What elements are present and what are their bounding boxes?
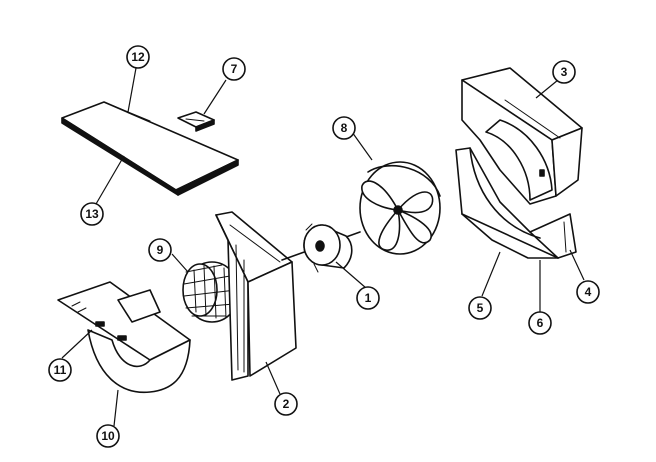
callout-6-label: 6 <box>537 316 544 330</box>
callout-12: 12 <box>126 45 150 69</box>
callout-12-label: 12 <box>131 50 145 64</box>
callout-3: 3 <box>552 60 576 84</box>
callout-13-label: 13 <box>85 207 99 221</box>
callout-11-label: 11 <box>54 363 67 377</box>
condenser-fan-part <box>359 161 441 255</box>
top-panel-part <box>61 101 239 196</box>
fan-shroud-upper-part <box>461 67 583 205</box>
motor-mount-panel-part <box>215 211 297 381</box>
bracket-part <box>177 111 215 132</box>
callout-8-label: 8 <box>341 121 348 135</box>
callout-9-label: 9 <box>157 243 164 257</box>
callout-10: 10 <box>96 424 120 448</box>
callout-1: 1 <box>356 286 380 310</box>
leader-lines <box>61 67 585 427</box>
callout-10-label: 10 <box>101 429 115 443</box>
callout-13: 13 <box>80 202 104 226</box>
callout-7: 7 <box>222 57 246 81</box>
callout-1-label: 1 <box>365 291 372 305</box>
callout-2: 2 <box>274 392 298 416</box>
callout-3-label: 3 <box>561 65 568 79</box>
callout-4-label: 4 <box>585 285 592 299</box>
callout-5: 5 <box>468 296 492 320</box>
callout-4: 4 <box>576 280 600 304</box>
callout-5-label: 5 <box>477 301 484 315</box>
fan-motor-part <box>281 223 361 273</box>
callout-8: 8 <box>332 116 356 140</box>
blower-wheel-part <box>182 261 240 323</box>
fan-shroud-lower-part <box>455 147 577 259</box>
callout-7-label: 7 <box>231 62 238 76</box>
callout-2-label: 2 <box>283 397 290 411</box>
callout-11: 11 <box>48 358 72 382</box>
blower-housing-part <box>57 281 191 394</box>
callout-6: 6 <box>528 311 552 335</box>
callout-9: 9 <box>148 238 172 262</box>
